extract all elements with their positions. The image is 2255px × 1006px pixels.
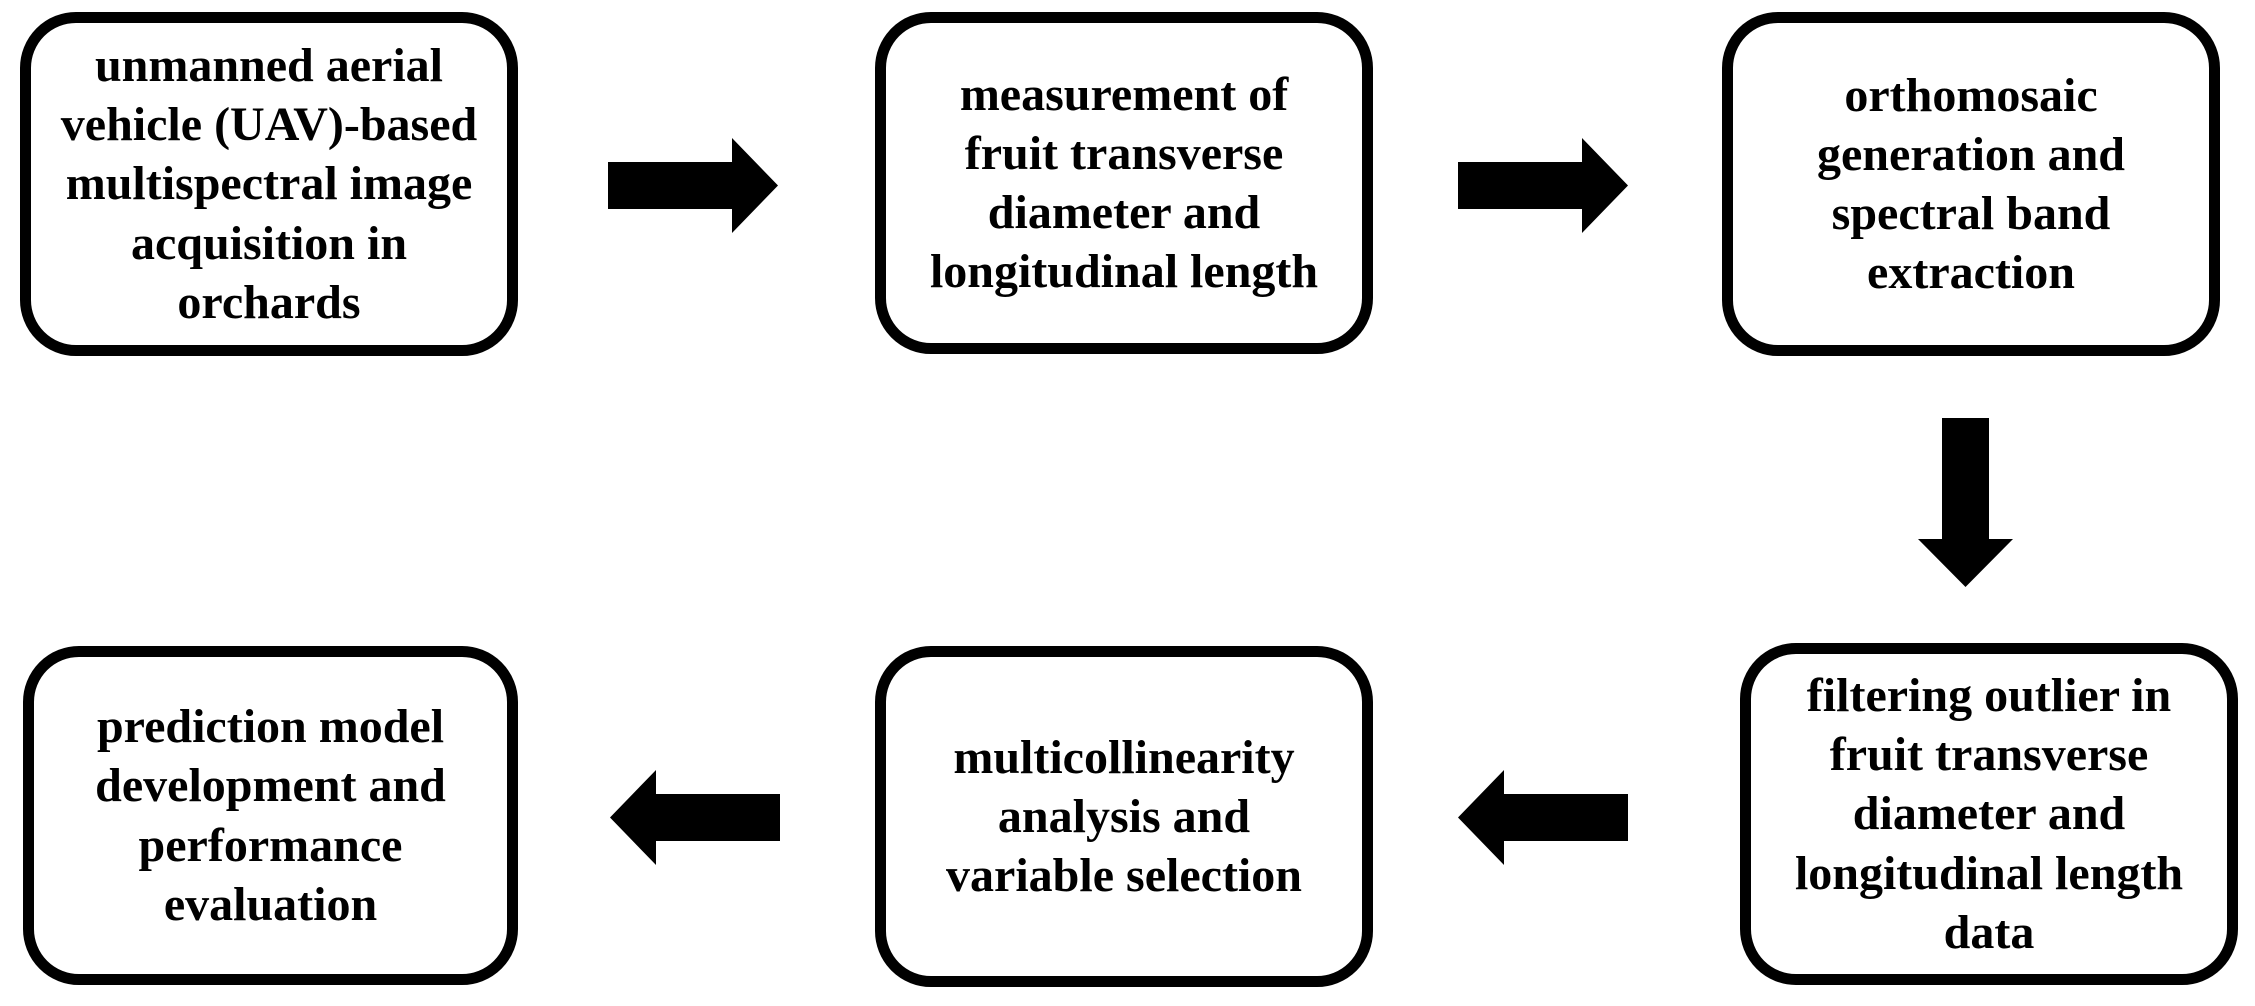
flow-node-uav-image-acquisition: unmanned aerial vehicle (UAV)-based mult… <box>20 12 518 356</box>
node-label: orthomosaic generation and spectral band… <box>1816 68 2125 300</box>
arrow-right-icon <box>608 138 778 233</box>
flow-node-prediction-model: prediction model development and perform… <box>23 646 518 985</box>
arrow-left-icon <box>610 770 780 865</box>
node-label: filtering outlier in fruit transverse di… <box>1794 669 2184 959</box>
flow-node-multicollinearity-analysis: multicollinearity analysis and variable … <box>875 646 1373 987</box>
arrow-left-icon <box>1458 770 1628 865</box>
arrow-right-icon <box>1458 138 1628 233</box>
node-label: measurement of fruit transverse diameter… <box>929 67 1319 299</box>
node-label: prediction model development and perform… <box>95 700 446 931</box>
node-label: unmanned aerial vehicle (UAV)-based mult… <box>60 39 478 329</box>
flow-node-orthomosaic-extraction: orthomosaic generation and spectral band… <box>1722 12 2220 356</box>
flow-node-outlier-filtering: filtering outlier in fruit transverse di… <box>1740 643 2238 985</box>
flow-node-fruit-measurement: measurement of fruit transverse diameter… <box>875 12 1373 354</box>
arrow-down-icon <box>1918 418 2013 587</box>
node-label: multicollinearity analysis and variable … <box>946 730 1302 903</box>
